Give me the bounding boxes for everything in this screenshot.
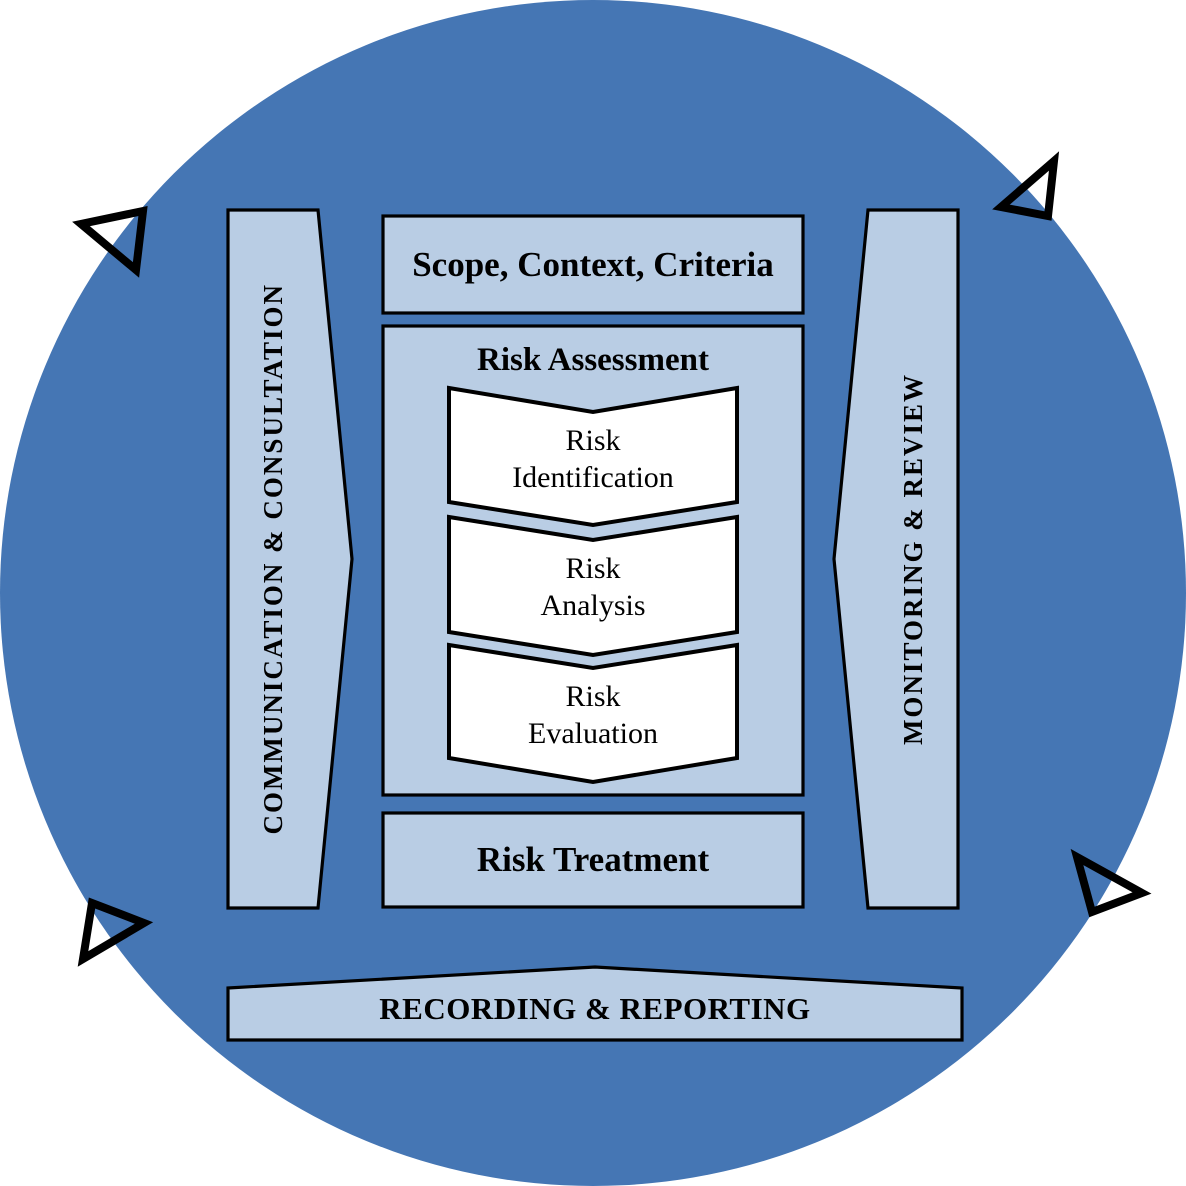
flow-arrowhead-top-left-icon [72,205,148,278]
risk-identification-chevron [447,385,739,528]
recording-reporting-bar [226,965,964,1042]
risk-treatment-box [381,811,805,909]
scope-context-criteria-box [381,214,805,315]
flow-arrowhead-bottom-right-icon [1070,848,1152,918]
risk-analysis-chevron [447,514,739,658]
monitoring-review-bar [832,208,960,910]
risk-evaluation-chevron [447,642,739,785]
communication-consultation-bar [226,208,354,910]
flow-arrowhead-bottom-left-icon [77,897,154,967]
flow-arrowhead-top-right-icon [992,151,1060,221]
